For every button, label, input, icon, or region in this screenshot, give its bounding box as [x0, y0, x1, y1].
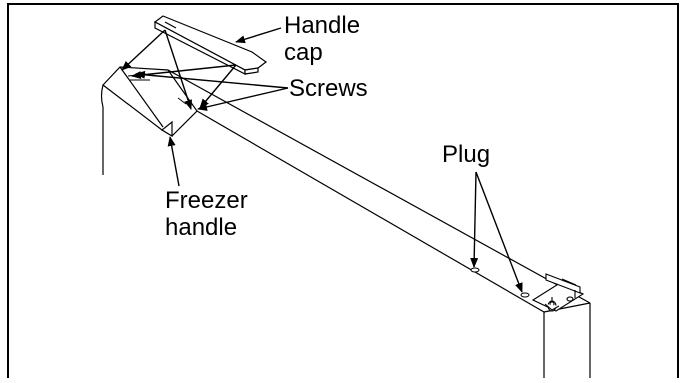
plug-label: Plug	[442, 141, 491, 168]
handle-cap-label-line2: cap	[284, 39, 323, 66]
handle-cap-part	[153, 15, 268, 75]
freezer-handle-label-line2: handle	[165, 214, 238, 241]
freezer-handle-housing	[100, 66, 198, 138]
handle-cap-label-line1: Handle	[284, 12, 361, 39]
frame-border	[7, 3, 679, 378]
handle-cap-arrow	[235, 27, 282, 44]
plug-hole-1	[470, 267, 480, 273]
screws-label: Screws	[289, 75, 368, 102]
plug-hole-2	[520, 292, 530, 298]
handle-cap-label: Handle cap	[284, 12, 360, 66]
screws-arrow-2	[197, 87, 289, 111]
plug-arrow-2	[475, 171, 523, 293]
hinge-assembly	[531, 273, 585, 312]
freezer-handle-label-line1: Freezer	[165, 187, 248, 214]
plug-arrow-1	[470, 171, 479, 268]
freezer-handle-label: Freezer handle	[165, 187, 248, 241]
cabinet-top	[102, 69, 591, 378]
screw-alignment-lines	[121, 29, 237, 110]
screws-arrow-1	[135, 70, 289, 89]
freezer-handle-arrow	[167, 136, 180, 187]
